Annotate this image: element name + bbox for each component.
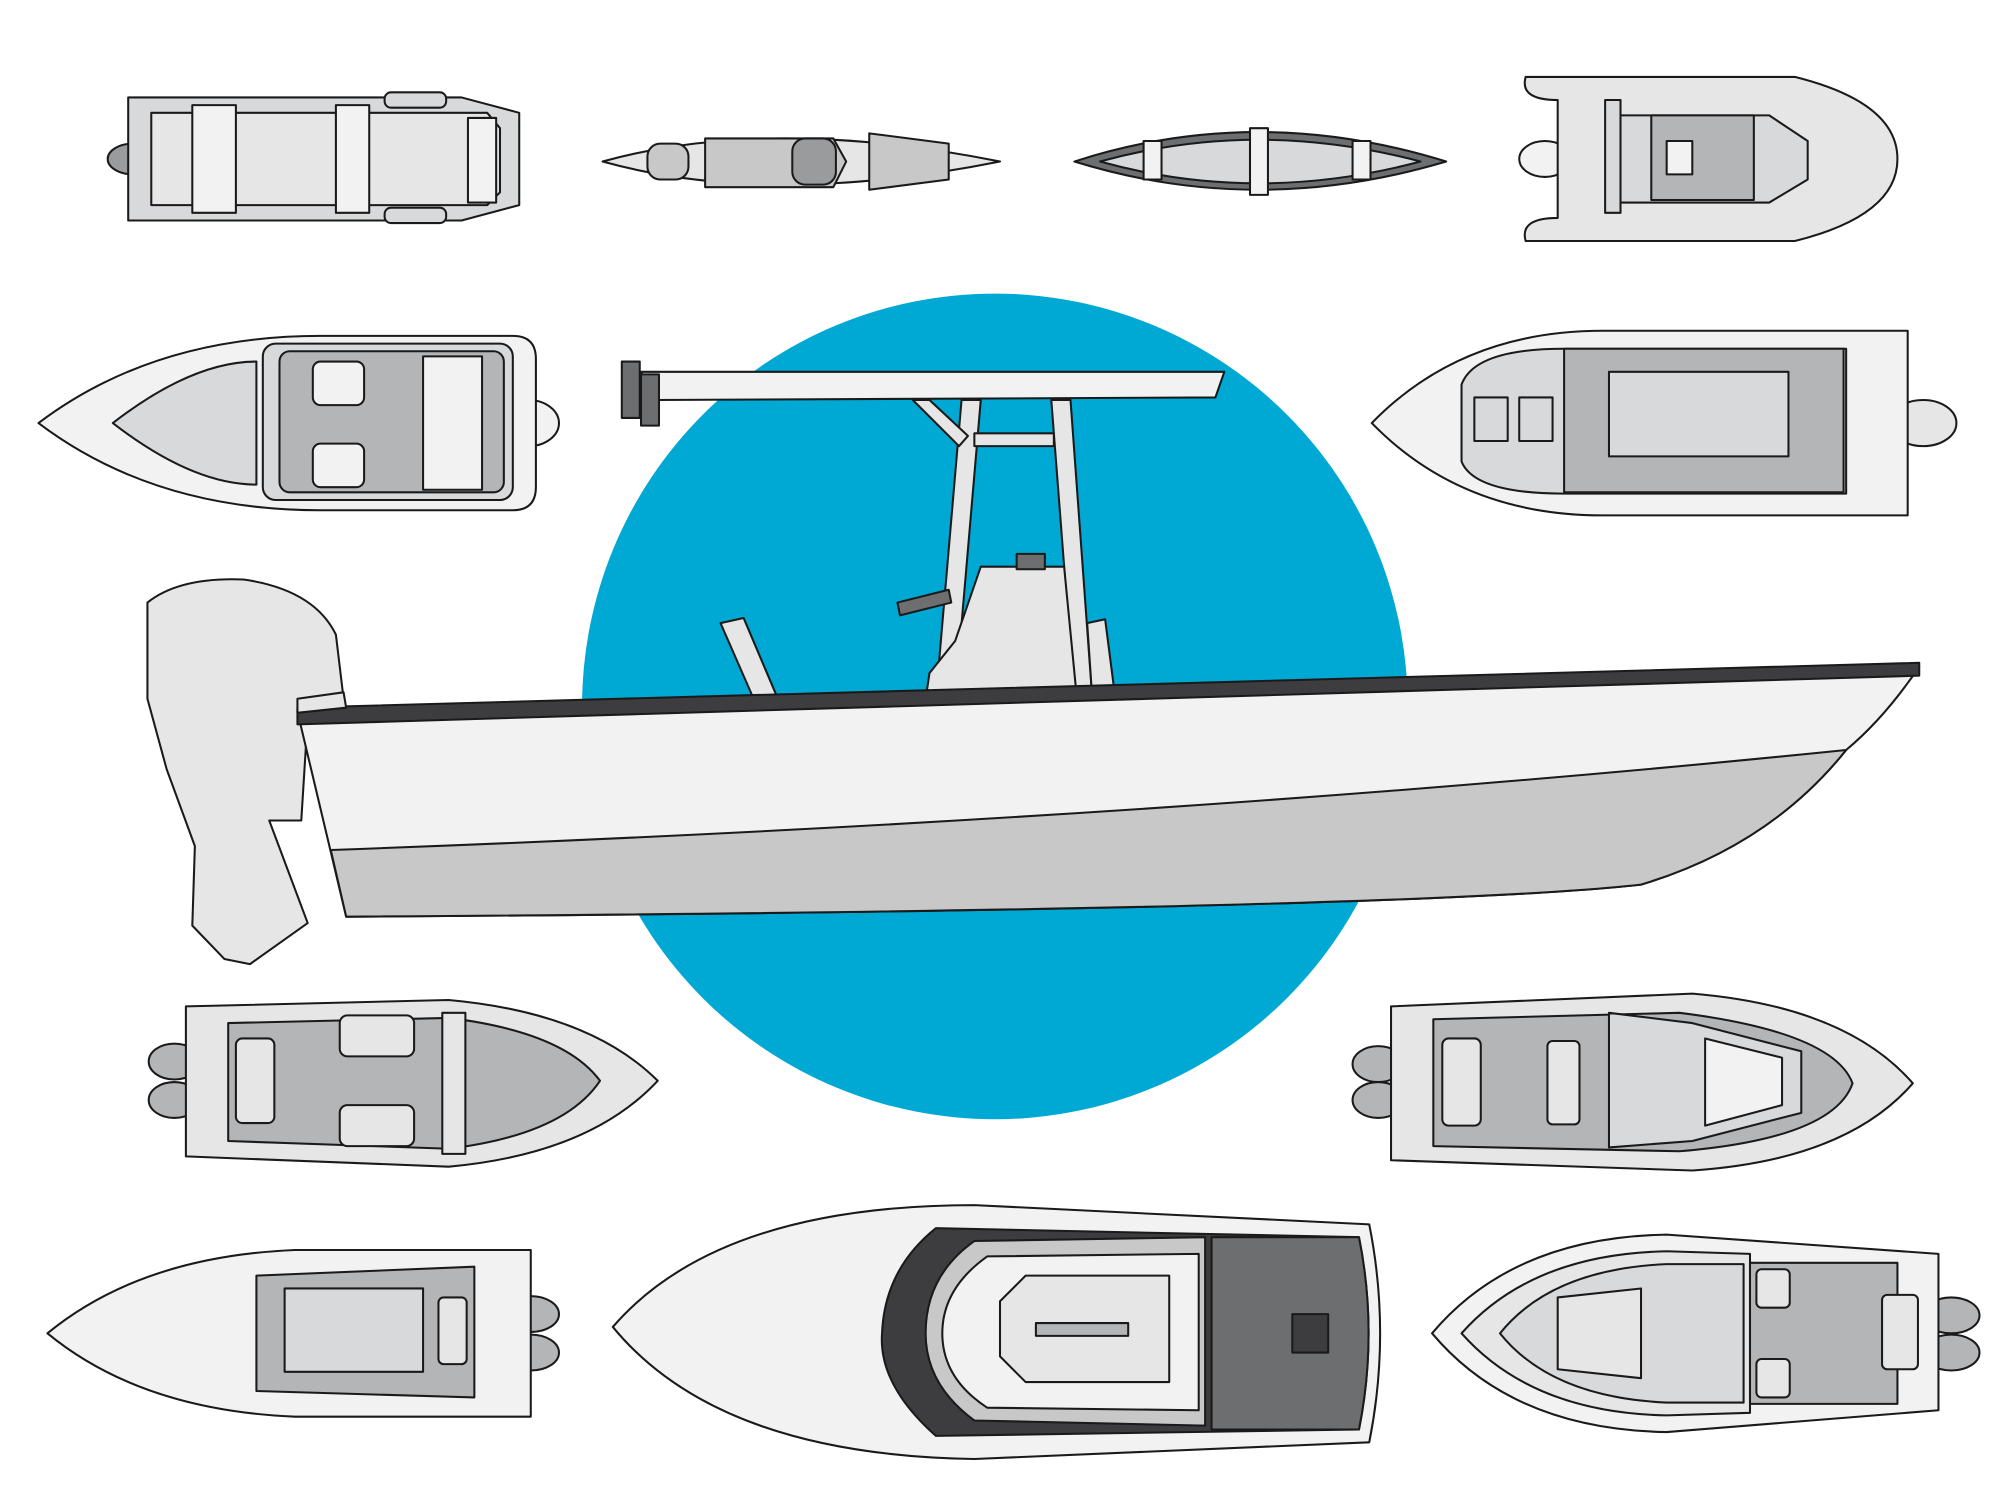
outboard-motor — [146, 578, 345, 966]
t-top — [640, 370, 1226, 402]
inflatable-top — [1518, 75, 1899, 243]
canoe-top — [1073, 127, 1448, 196]
dual-console-top — [147, 998, 659, 1168]
cruiser-top — [611, 1204, 1382, 1461]
bay-boat-top — [46, 1248, 561, 1418]
bowrider-top — [37, 334, 561, 512]
center-console-side — [146, 360, 1921, 966]
walkaround-top — [1351, 992, 1914, 1172]
deck-boat-top — [1431, 1233, 1981, 1434]
center-console-top — [1370, 329, 1958, 517]
kayak-top — [601, 132, 1002, 191]
rowboat-top — [106, 91, 521, 225]
